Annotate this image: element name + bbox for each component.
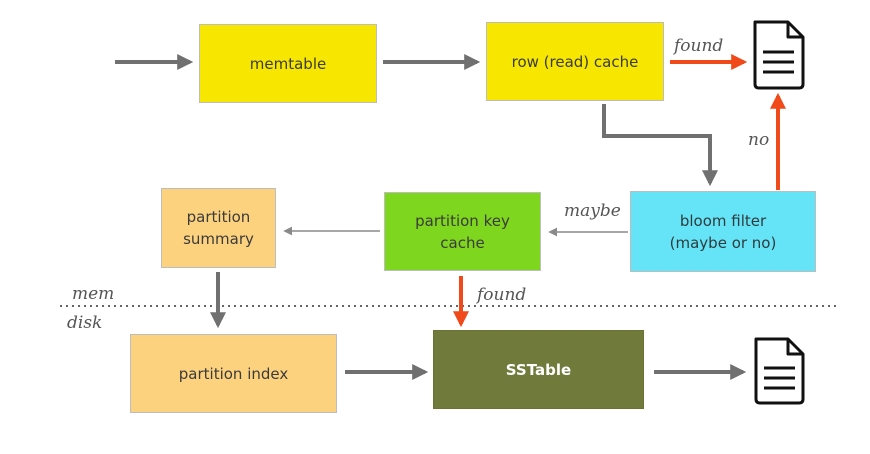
partition-key-cache-box: partition key cache <box>384 192 541 271</box>
found-label-bottom: found <box>477 285 527 305</box>
partition-index-label: partition index <box>178 364 289 383</box>
memtable-box: memtable <box>199 24 377 103</box>
bloom-filter-box: bloom filter (maybe or no) <box>630 191 816 272</box>
disk-label: disk <box>67 313 103 333</box>
partition-summary-label-line1: partition <box>186 208 251 226</box>
partition-key-cache-label-line1: partition key <box>415 211 510 230</box>
row-cache-label: row (read) cache <box>511 52 639 71</box>
mem-label: mem <box>72 284 115 304</box>
no-label: no <box>748 130 770 150</box>
row-cache-box: row (read) cache <box>486 22 664 101</box>
sstable-label: SSTable <box>505 360 572 379</box>
bloom-filter-sublabel: (maybe or no) <box>669 233 777 252</box>
memtable-label: memtable <box>249 54 327 73</box>
bloom-filter-label: bloom filter <box>679 211 767 230</box>
arrow-row-cache-to-bloom-filter <box>602 104 718 187</box>
partition-key-cache-label-line2: cache <box>440 233 485 252</box>
document-icon <box>754 337 805 405</box>
sstable-box: SSTable <box>433 330 644 409</box>
document-icon <box>753 20 805 90</box>
found-label-top: found <box>674 36 724 56</box>
partition-index-box: partition index <box>130 334 337 413</box>
partition-summary-box: partition summary <box>161 188 276 268</box>
partition-summary-label-line2: summary <box>183 230 254 248</box>
maybe-label: maybe <box>564 201 621 221</box>
